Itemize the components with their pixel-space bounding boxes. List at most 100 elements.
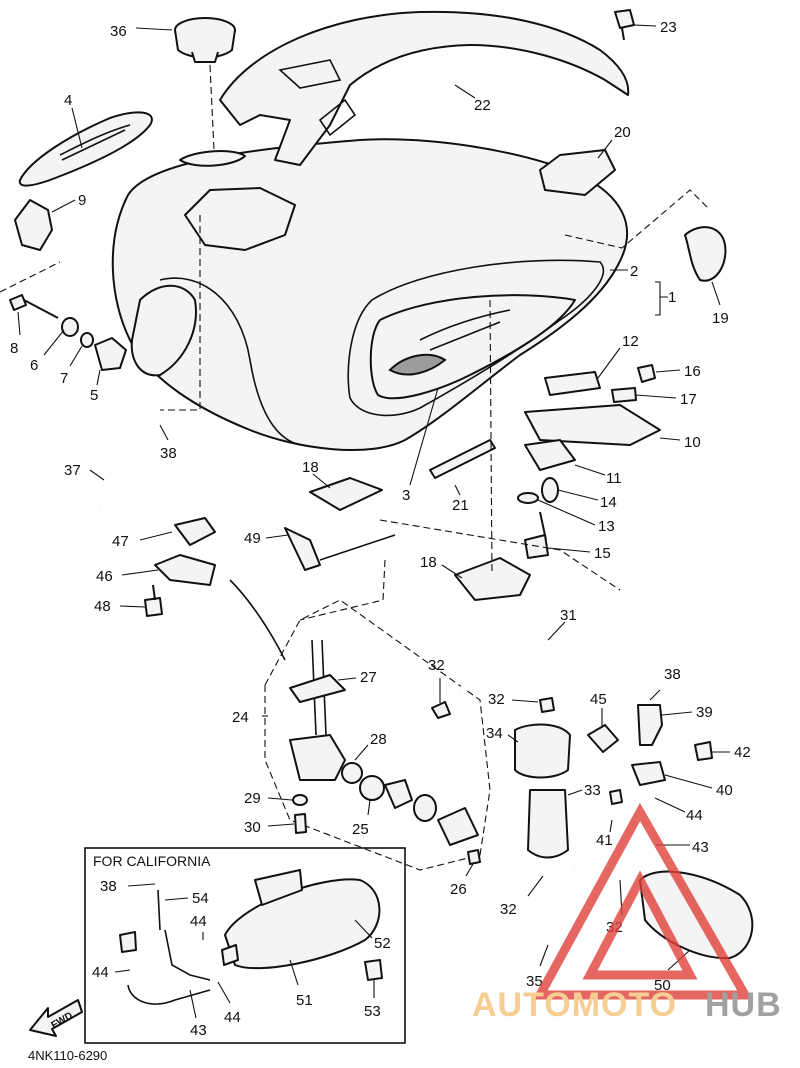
callout-18-lower: 18 bbox=[420, 554, 437, 571]
callout-24: 24 bbox=[232, 709, 249, 726]
callout-44-d: 44 bbox=[224, 1009, 241, 1026]
tank-side-cover-left bbox=[130, 284, 197, 377]
callout-20: 20 bbox=[614, 124, 631, 141]
lever-part bbox=[384, 779, 413, 809]
fuel-cock-24 bbox=[289, 734, 346, 781]
pad-18-upper bbox=[309, 477, 383, 511]
fitting-45 bbox=[587, 724, 619, 753]
joint-39 bbox=[637, 704, 663, 746]
callout-51: 51 bbox=[296, 992, 313, 1009]
callout-34: 34 bbox=[486, 725, 503, 742]
filter-33 bbox=[527, 789, 569, 859]
callouts: 1 2 3 4 5 6 7 8 9 10 11 12 13 bbox=[10, 19, 751, 1039]
callout-6: 6 bbox=[30, 357, 38, 374]
washer-6 bbox=[61, 317, 79, 337]
screw-30 bbox=[294, 813, 307, 834]
callout-7: 7 bbox=[60, 370, 68, 387]
callout-42: 42 bbox=[734, 744, 751, 761]
callout-12: 12 bbox=[622, 333, 639, 350]
watermark-text-b: HUB bbox=[705, 986, 782, 1024]
callout-2: 2 bbox=[630, 263, 638, 280]
hose-31 bbox=[459, 644, 546, 691]
california-box bbox=[84, 847, 406, 1044]
dash-line-left bbox=[0, 215, 201, 411]
bolt-48 bbox=[144, 584, 163, 617]
cable-loop bbox=[159, 277, 301, 446]
callout-5: 5 bbox=[90, 387, 98, 404]
bolt-53 bbox=[364, 959, 383, 981]
clamp-32-a bbox=[431, 701, 451, 719]
washer-17 bbox=[611, 387, 637, 403]
callout-41: 41 bbox=[596, 832, 613, 849]
badge-script bbox=[59, 124, 131, 161]
callout-54: 54 bbox=[192, 890, 209, 907]
callout-25: 25 bbox=[352, 821, 369, 838]
callout-16: 16 bbox=[684, 363, 701, 380]
sender-49 bbox=[284, 527, 321, 571]
canister-51 bbox=[224, 878, 381, 970]
fwd-arrow bbox=[29, 999, 83, 1037]
tank-mount-bracket bbox=[184, 187, 296, 251]
canister-51-stub bbox=[221, 944, 239, 966]
callout-23: 23 bbox=[660, 19, 677, 36]
callout-31: 31 bbox=[560, 607, 577, 624]
bracket-12 bbox=[544, 371, 601, 396]
hose-box-left bbox=[164, 929, 211, 981]
callout-22: 22 bbox=[474, 97, 491, 114]
dash-line-cap-to-tank bbox=[209, 64, 215, 151]
plate-10 bbox=[524, 404, 661, 446]
bracket-52 bbox=[254, 869, 303, 906]
screw-33-clip bbox=[609, 789, 623, 805]
hose-31-inner bbox=[458, 643, 546, 692]
callout-44-b: 44 bbox=[190, 913, 207, 930]
washer-29 bbox=[292, 794, 308, 806]
hose-right-inner bbox=[633, 594, 652, 691]
fitting-box bbox=[119, 931, 137, 953]
hose-37-inner bbox=[98, 428, 151, 506]
bolt-8 bbox=[9, 294, 59, 319]
tank-emblem-logo bbox=[388, 353, 447, 376]
callout-14: 14 bbox=[600, 494, 617, 511]
collar-7 bbox=[80, 332, 94, 348]
hose-37 bbox=[99, 429, 151, 506]
callout-18-upper: 18 bbox=[302, 459, 319, 476]
cover-19 bbox=[684, 226, 727, 282]
callout-46: 46 bbox=[96, 568, 113, 585]
dash-line-pump bbox=[299, 519, 621, 621]
callout-30: 30 bbox=[244, 819, 261, 836]
bolt-15 bbox=[524, 511, 549, 559]
callout-32-c: 32 bbox=[500, 901, 517, 918]
callout-10: 10 bbox=[684, 434, 701, 451]
callout-53: 53 bbox=[364, 1003, 381, 1020]
callout-26: 26 bbox=[450, 881, 467, 898]
callout-17: 17 bbox=[680, 391, 697, 408]
watermark-text-a: AUTOMOTO bbox=[472, 986, 677, 1024]
bracket-20 bbox=[539, 149, 616, 196]
callout-32-a: 32 bbox=[428, 657, 445, 674]
damper-40 bbox=[631, 761, 666, 786]
bracket-46 bbox=[154, 554, 216, 586]
watermark: AUTOMOTO HUB bbox=[472, 802, 782, 1024]
hose-box-lower bbox=[127, 984, 211, 1005]
callout-47: 47 bbox=[112, 533, 129, 550]
callout-44-c: 44 bbox=[92, 964, 109, 981]
bolt-23 bbox=[614, 9, 635, 41]
callout-44-a: 44 bbox=[686, 807, 703, 824]
callout-43-a: 43 bbox=[692, 839, 709, 856]
callout-48: 48 bbox=[94, 598, 111, 615]
sender-wire bbox=[229, 534, 396, 661]
o-ring-25 bbox=[359, 775, 385, 801]
callout-45: 45 bbox=[590, 691, 607, 708]
seat-rail-22 bbox=[219, 10, 630, 166]
bracket-9 bbox=[14, 199, 53, 251]
ref-code: 4NK110-6290 bbox=[28, 1048, 107, 1063]
callout-29: 29 bbox=[244, 790, 261, 807]
spacer-14 bbox=[541, 477, 559, 503]
callout-38-a: 38 bbox=[160, 445, 177, 462]
callout-43-b: 43 bbox=[190, 1022, 207, 1039]
cushion-11 bbox=[524, 439, 576, 471]
screw-26 bbox=[467, 849, 481, 865]
callout-3: 3 bbox=[402, 487, 410, 504]
cap-42 bbox=[694, 741, 713, 761]
callout-33: 33 bbox=[584, 782, 601, 799]
